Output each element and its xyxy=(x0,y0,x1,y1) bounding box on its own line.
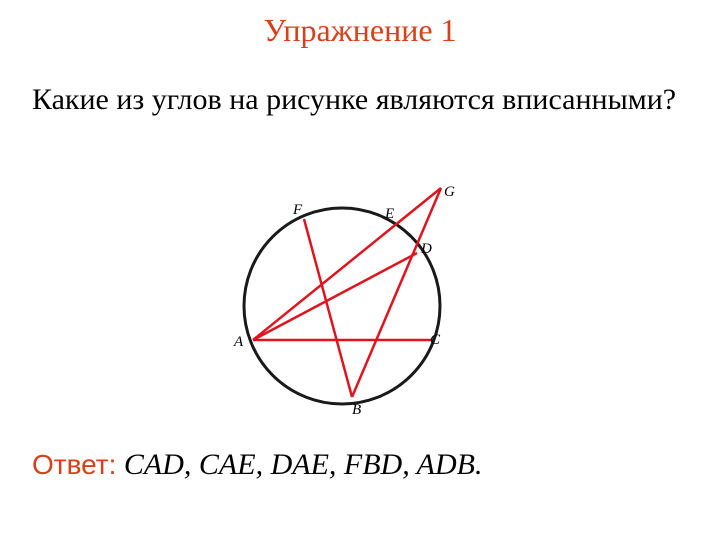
chord-fb xyxy=(302,218,354,398)
point-label-g: G xyxy=(444,184,455,200)
point-label-b: B xyxy=(352,402,361,418)
point-label-d: D xyxy=(420,241,432,257)
point-label-c: C xyxy=(430,332,441,348)
point-label-a: A xyxy=(233,334,244,350)
answer: Ответ: CAD, CAE, DAE, FBD, ADB. xyxy=(32,448,483,482)
segment-bg xyxy=(350,187,443,398)
question-text: Какие из углов на рисунке являются вписа… xyxy=(32,83,677,116)
segment-ad xyxy=(252,251,418,342)
answer-label: Ответ: xyxy=(32,449,117,480)
segment-ag xyxy=(252,187,442,341)
point-label-e: E xyxy=(384,206,394,222)
slide-title: Упражнение 1 xyxy=(263,12,457,48)
answer-list: CAD, CAE, DAE, FBD, ADB. xyxy=(116,448,483,481)
point-label-f: F xyxy=(292,202,303,218)
circle xyxy=(242,206,442,406)
